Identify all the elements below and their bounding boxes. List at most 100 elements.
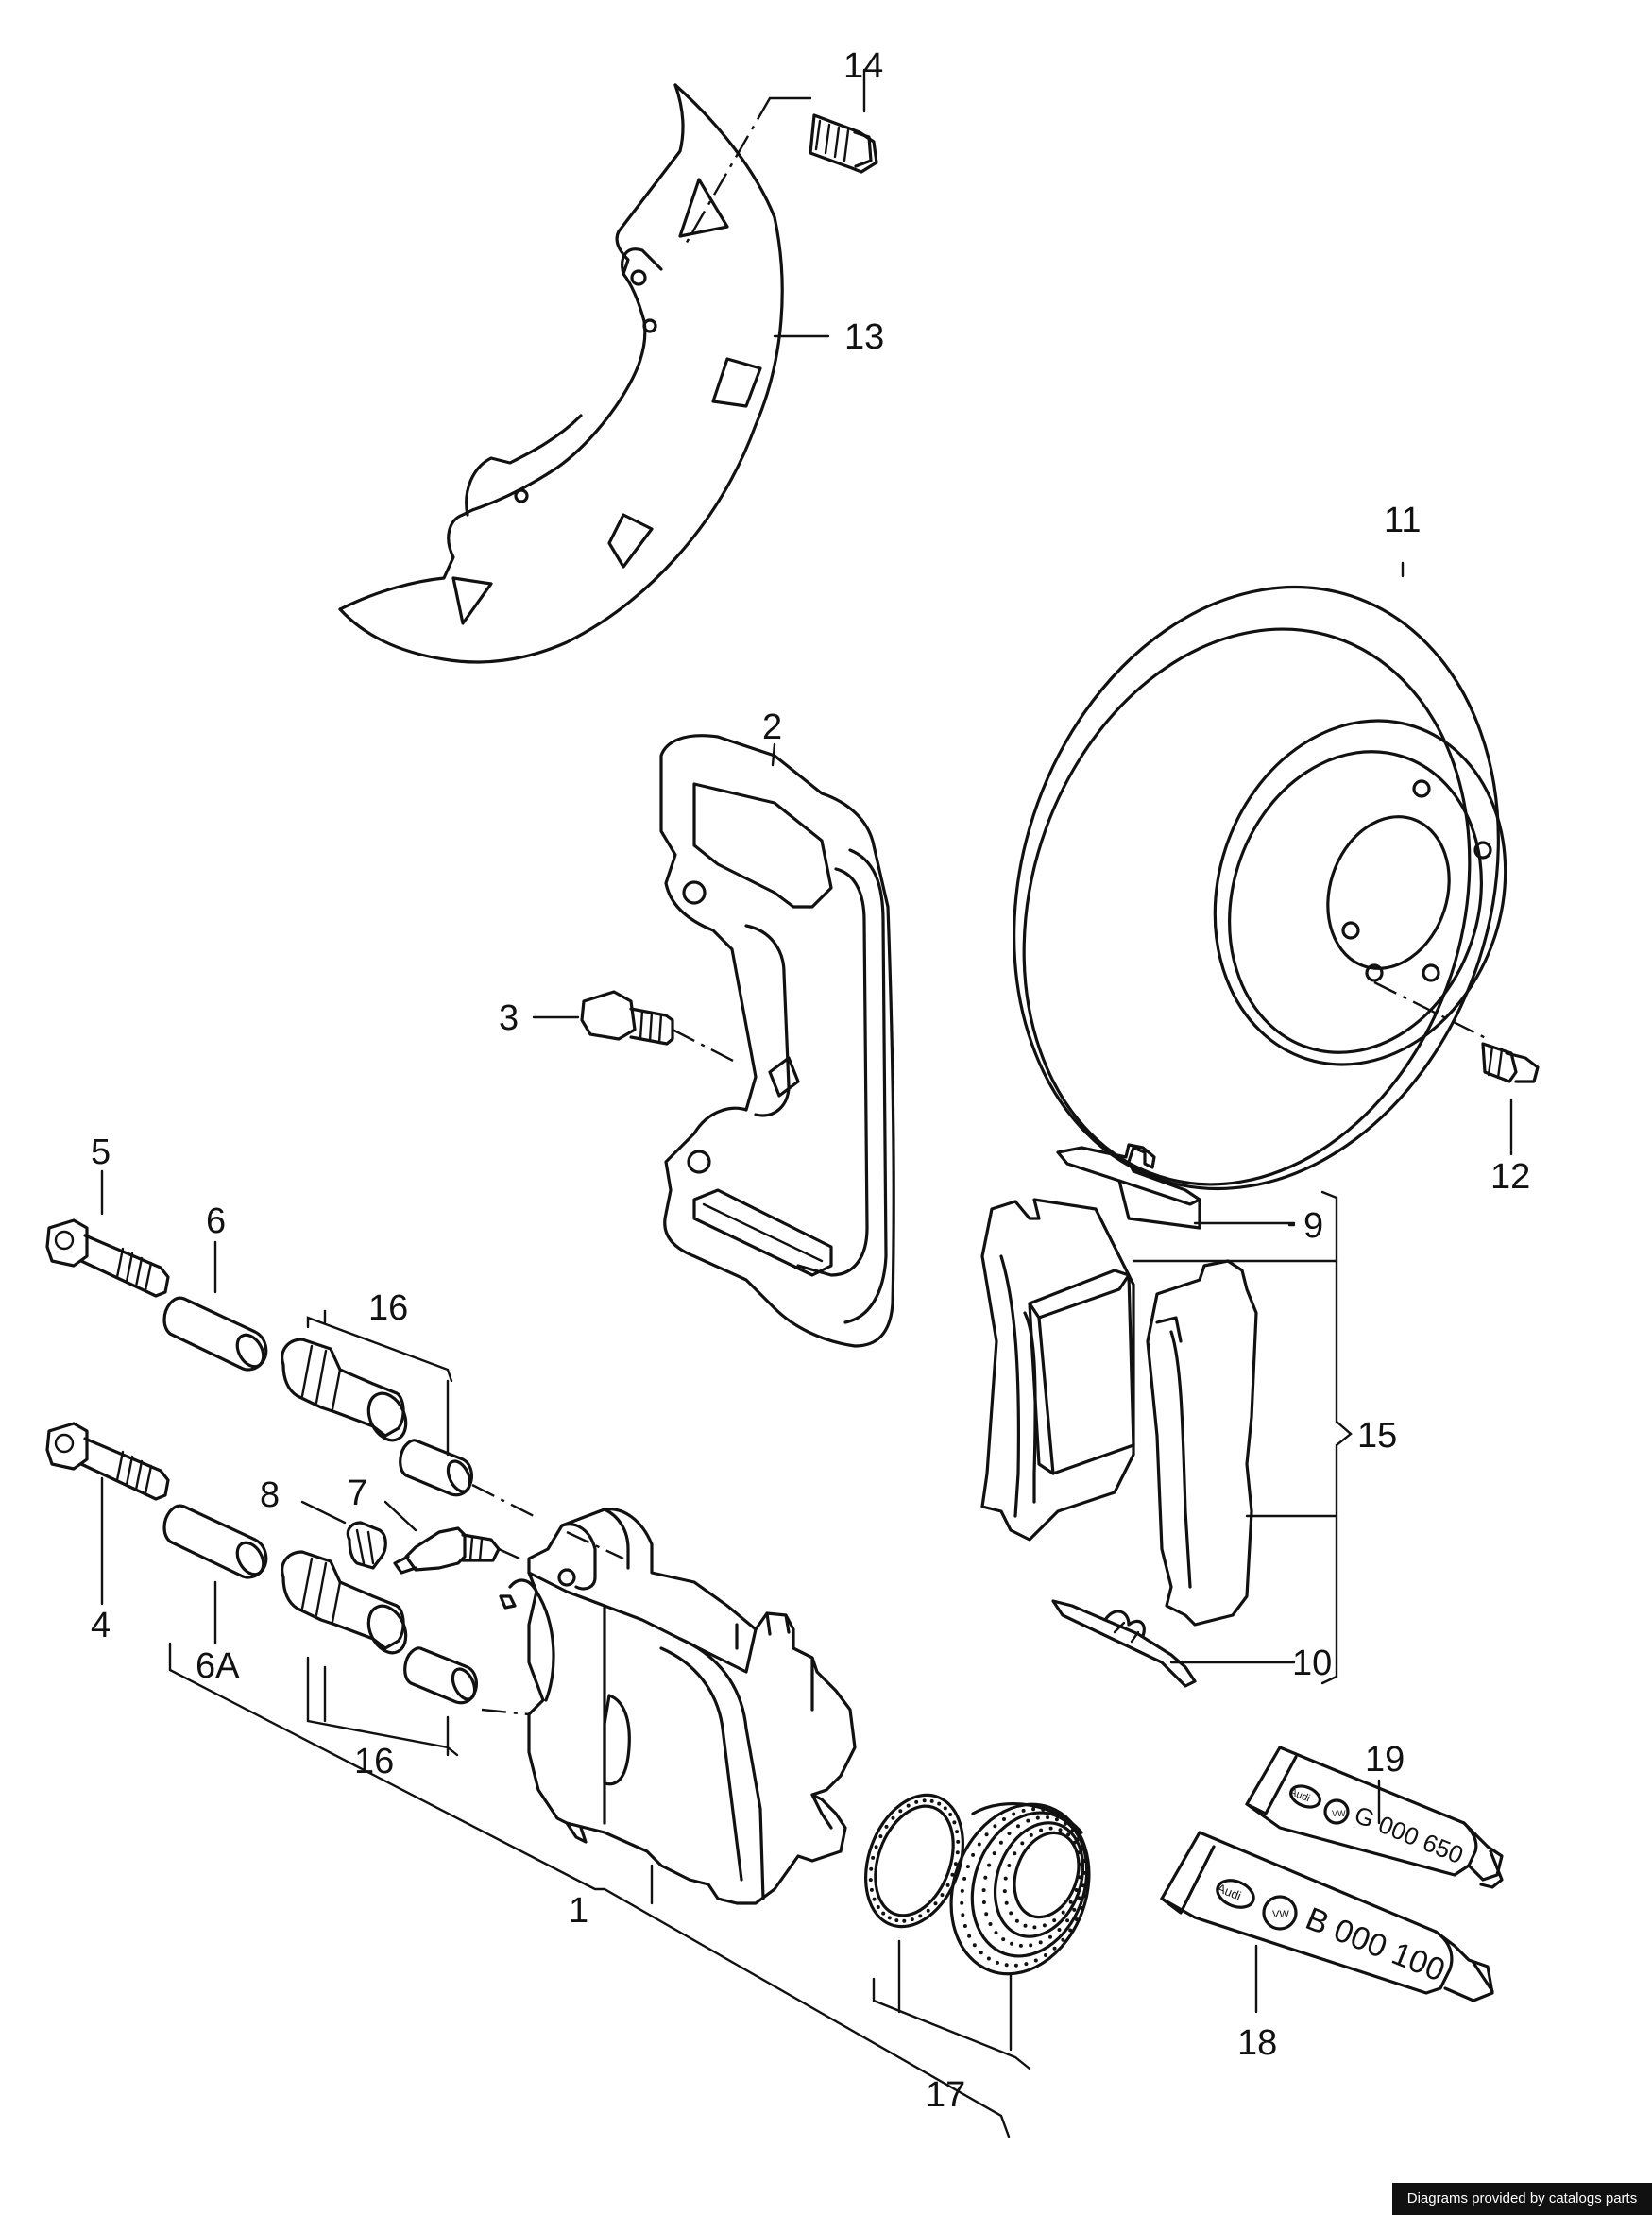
texture-dot <box>984 1832 989 1837</box>
guide-sleeve-6a <box>162 1504 268 1579</box>
texture-dot <box>1016 1824 1020 1829</box>
callout-14: 14 <box>843 46 883 86</box>
texture-dot <box>1077 1850 1081 1855</box>
texture-dot <box>965 1865 970 1869</box>
callout-13: 13 <box>844 317 884 357</box>
texture-dot <box>1004 1900 1009 1905</box>
texture-dot <box>1007 1832 1012 1835</box>
texture-dot <box>902 1918 907 1923</box>
texture-dot <box>1065 1918 1070 1923</box>
texture-dot <box>1026 1818 1030 1823</box>
carrier-bolt <box>580 990 674 1046</box>
texture-dot <box>1080 1847 1084 1851</box>
texture-dot <box>1021 1808 1026 1813</box>
texture-dot <box>1001 1937 1006 1942</box>
callout-9: 9 <box>1303 1206 1323 1246</box>
seal-texture <box>868 1798 961 1923</box>
texture-dot <box>948 1813 953 1816</box>
callout-15: 15 <box>1357 1416 1397 1456</box>
texture-dot <box>1068 1900 1073 1904</box>
callout-3: 3 <box>499 998 519 1038</box>
texture-dot <box>933 1901 938 1906</box>
texture-dot <box>1004 1963 1009 1968</box>
texture-dot <box>1039 1828 1044 1832</box>
texture-dot <box>987 1863 992 1867</box>
texture-dot <box>1002 1817 1006 1821</box>
texture-dot <box>884 1824 889 1829</box>
texture-dot <box>945 1883 950 1887</box>
guide-plug-lower <box>403 1646 478 1705</box>
texture-dot <box>910 1917 914 1922</box>
texture-dot <box>868 1878 873 1883</box>
tube-large-brand: Audi <box>1215 1881 1243 1903</box>
texture-dot <box>871 1855 876 1860</box>
callout-18: 18 <box>1237 2023 1277 2063</box>
texture-dot <box>1032 1925 1037 1930</box>
texture-dot <box>1077 1896 1081 1900</box>
texture-dot <box>960 1900 964 1905</box>
texture-dot <box>1009 1911 1013 1916</box>
texture-dot <box>962 1924 967 1928</box>
texture-dot <box>891 1815 895 1820</box>
texture-dot <box>1085 1869 1090 1874</box>
callout-19: 19 <box>1365 1740 1405 1780</box>
guide-bolt-lower <box>45 1422 170 1501</box>
texture-dot <box>962 1876 967 1881</box>
tube-large-maker-mark: VW <box>1272 1909 1289 1920</box>
texture-dot <box>1033 1958 1038 1963</box>
texture-dot <box>894 1918 899 1923</box>
callout-11: 11 <box>1384 501 1421 540</box>
texture-dot <box>1081 1883 1085 1888</box>
callout-7: 7 <box>348 1474 367 1513</box>
callout-12: 12 <box>1490 1157 1530 1197</box>
texture-dot <box>953 1862 958 1866</box>
texture-dot <box>1074 1888 1079 1892</box>
texture-dot <box>1085 1882 1090 1886</box>
texture-dot <box>937 1801 942 1806</box>
texture-dot <box>1046 1815 1050 1820</box>
texture-dot <box>929 1798 934 1803</box>
texture-dot <box>1029 1832 1033 1837</box>
texture-dot <box>1052 1918 1057 1923</box>
texture-dot <box>1082 1894 1087 1899</box>
callout-4: 4 <box>91 1606 111 1645</box>
texture-dot <box>1082 1859 1087 1863</box>
callout-6a: 6A <box>196 1646 240 1686</box>
texture-dot <box>918 1914 923 1918</box>
callout-2: 2 <box>762 707 782 747</box>
texture-dot <box>981 1900 986 1904</box>
texture-dot <box>1072 1907 1077 1912</box>
boot-texture <box>960 1807 1090 1968</box>
texture-dot <box>992 1851 996 1856</box>
texture-dot <box>986 1956 991 1961</box>
callout-10: 10 <box>1292 1644 1332 1683</box>
texture-dot <box>955 1850 960 1855</box>
texture-dot <box>1020 1841 1025 1846</box>
texture-dot <box>1066 1832 1071 1837</box>
texture-dot <box>881 1911 886 1916</box>
texture-dot <box>869 1866 874 1871</box>
texture-dot <box>1031 1807 1036 1812</box>
texture-dot <box>1054 1817 1059 1822</box>
texture-dot <box>922 1798 927 1803</box>
texture-dot <box>1066 1819 1071 1824</box>
brake-caliper <box>499 1508 857 1905</box>
texture-dot <box>914 1799 919 1804</box>
texture-dot <box>1080 1905 1084 1910</box>
texture-dot <box>993 1824 997 1829</box>
brake-pad-set <box>980 1143 1258 1688</box>
shield-bolt <box>809 113 878 174</box>
callout-16-lower: 16 <box>354 1742 394 1781</box>
texture-dot <box>981 1888 986 1893</box>
texture-dot <box>1042 1923 1047 1928</box>
texture-dot <box>955 1830 960 1834</box>
texture-dot <box>972 1943 977 1948</box>
texture-dot <box>967 1934 972 1938</box>
texture-dot <box>876 1905 880 1909</box>
texture-dot <box>1014 1918 1019 1923</box>
diagram-credit: Diagrams provided by catalogs parts <box>1392 2183 1652 2215</box>
callout-1: 1 <box>569 1891 588 1931</box>
texture-dot <box>995 1960 999 1965</box>
texture-dot <box>940 1893 945 1898</box>
